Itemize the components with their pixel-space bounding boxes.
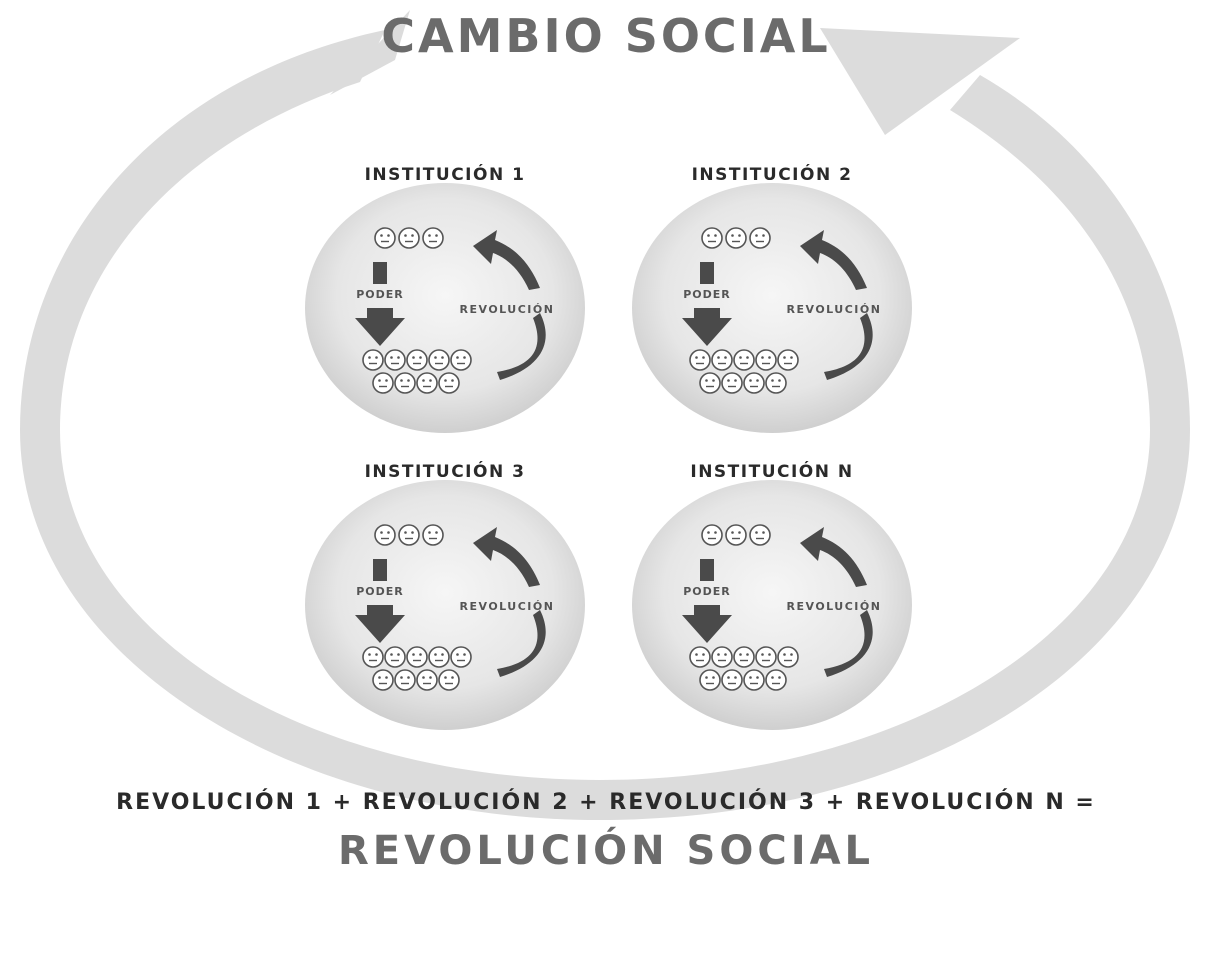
person-icon: [374, 227, 396, 249]
person-icon: [699, 372, 721, 394]
revolution-equation: REVOLUCIÓN 1 + REVOLUCIÓN 2 + REVOLUCIÓN…: [116, 790, 1096, 815]
cycle-arrow: [20, 10, 1190, 820]
revolution-arrow: [473, 527, 546, 677]
person-icon: [721, 372, 743, 394]
power-label: PODER: [683, 585, 731, 598]
elite-group: [701, 524, 771, 546]
person-icon: [743, 669, 765, 691]
institution-n-label: INSTITUCIÓN N: [690, 460, 853, 482]
cycle-arrow-body: [20, 30, 1190, 820]
power-arrow: [682, 262, 732, 346]
person-icon: [416, 372, 438, 394]
person-icon: [422, 227, 444, 249]
power-label: PODER: [356, 585, 404, 598]
person-icon: [689, 349, 711, 371]
person-icon: [711, 646, 733, 668]
revolution-arrow: [800, 230, 873, 380]
person-icon: [394, 372, 416, 394]
person-icon: [428, 646, 450, 668]
power-arrow: [682, 559, 732, 643]
revolution-label: REVOLUCIÓN: [460, 600, 555, 613]
person-icon: [749, 227, 771, 249]
power-arrow: [355, 559, 405, 643]
person-icon: [733, 646, 755, 668]
person-icon: [777, 349, 799, 371]
person-icon: [765, 669, 787, 691]
power-label: PODER: [356, 288, 404, 301]
institution-n: INSTITUCIÓN N PODER REVOLUCIÓN: [632, 460, 912, 730]
person-icon: [362, 646, 384, 668]
revolution-label: REVOLUCIÓN: [460, 303, 555, 316]
person-icon: [755, 349, 777, 371]
person-icon: [398, 227, 420, 249]
elite-group: [374, 524, 444, 546]
person-icon: [372, 372, 394, 394]
person-icon: [362, 349, 384, 371]
revolution-arrow: [800, 527, 873, 677]
power-arrow: [355, 262, 405, 346]
diagram-title: CAMBIO SOCIAL: [381, 9, 830, 63]
person-icon: [701, 227, 723, 249]
institution-3-label: INSTITUCIÓN 3: [365, 460, 526, 482]
person-icon: [733, 349, 755, 371]
person-icon: [743, 372, 765, 394]
person-icon: [438, 669, 460, 691]
cycle-arrow-head-left: [330, 10, 410, 95]
elite-group: [374, 227, 444, 249]
institution-1-label: INSTITUCIÓN 1: [365, 163, 526, 185]
institution-1: INSTITUCIÓN 1 PODER REVOLUCIÓN: [305, 163, 585, 433]
person-icon: [372, 669, 394, 691]
person-icon: [416, 669, 438, 691]
power-label: PODER: [683, 288, 731, 301]
person-icon: [384, 349, 406, 371]
revolution-arrow: [473, 230, 546, 380]
person-icon: [394, 669, 416, 691]
revolution-label: REVOLUCIÓN: [787, 600, 882, 613]
institution-2: INSTITUCIÓN 2 PODER REVOLUCIÓN: [632, 163, 912, 433]
person-icon: [428, 349, 450, 371]
person-icon: [749, 524, 771, 546]
person-icon: [384, 646, 406, 668]
social-revolution-result: REVOLUCIÓN SOCIAL: [337, 828, 875, 874]
person-icon: [755, 646, 777, 668]
person-icon: [374, 524, 396, 546]
person-icon: [701, 524, 723, 546]
person-icon: [725, 227, 747, 249]
person-icon: [777, 646, 799, 668]
revolution-label: REVOLUCIÓN: [787, 303, 882, 316]
institution-2-label: INSTITUCIÓN 2: [692, 163, 853, 185]
person-icon: [689, 646, 711, 668]
cycle-arrow-head-right: [820, 28, 1020, 135]
person-icon: [450, 349, 472, 371]
person-icon: [406, 349, 428, 371]
person-icon: [422, 524, 444, 546]
person-icon: [398, 524, 420, 546]
person-icon: [765, 372, 787, 394]
person-icon: [450, 646, 472, 668]
person-icon: [406, 646, 428, 668]
person-icon: [438, 372, 460, 394]
person-icon: [711, 349, 733, 371]
person-icon: [699, 669, 721, 691]
elite-group: [701, 227, 771, 249]
person-icon: [725, 524, 747, 546]
institution-3: INSTITUCIÓN 3 PODER REVOLUCIÓN: [305, 460, 585, 730]
person-icon: [721, 669, 743, 691]
